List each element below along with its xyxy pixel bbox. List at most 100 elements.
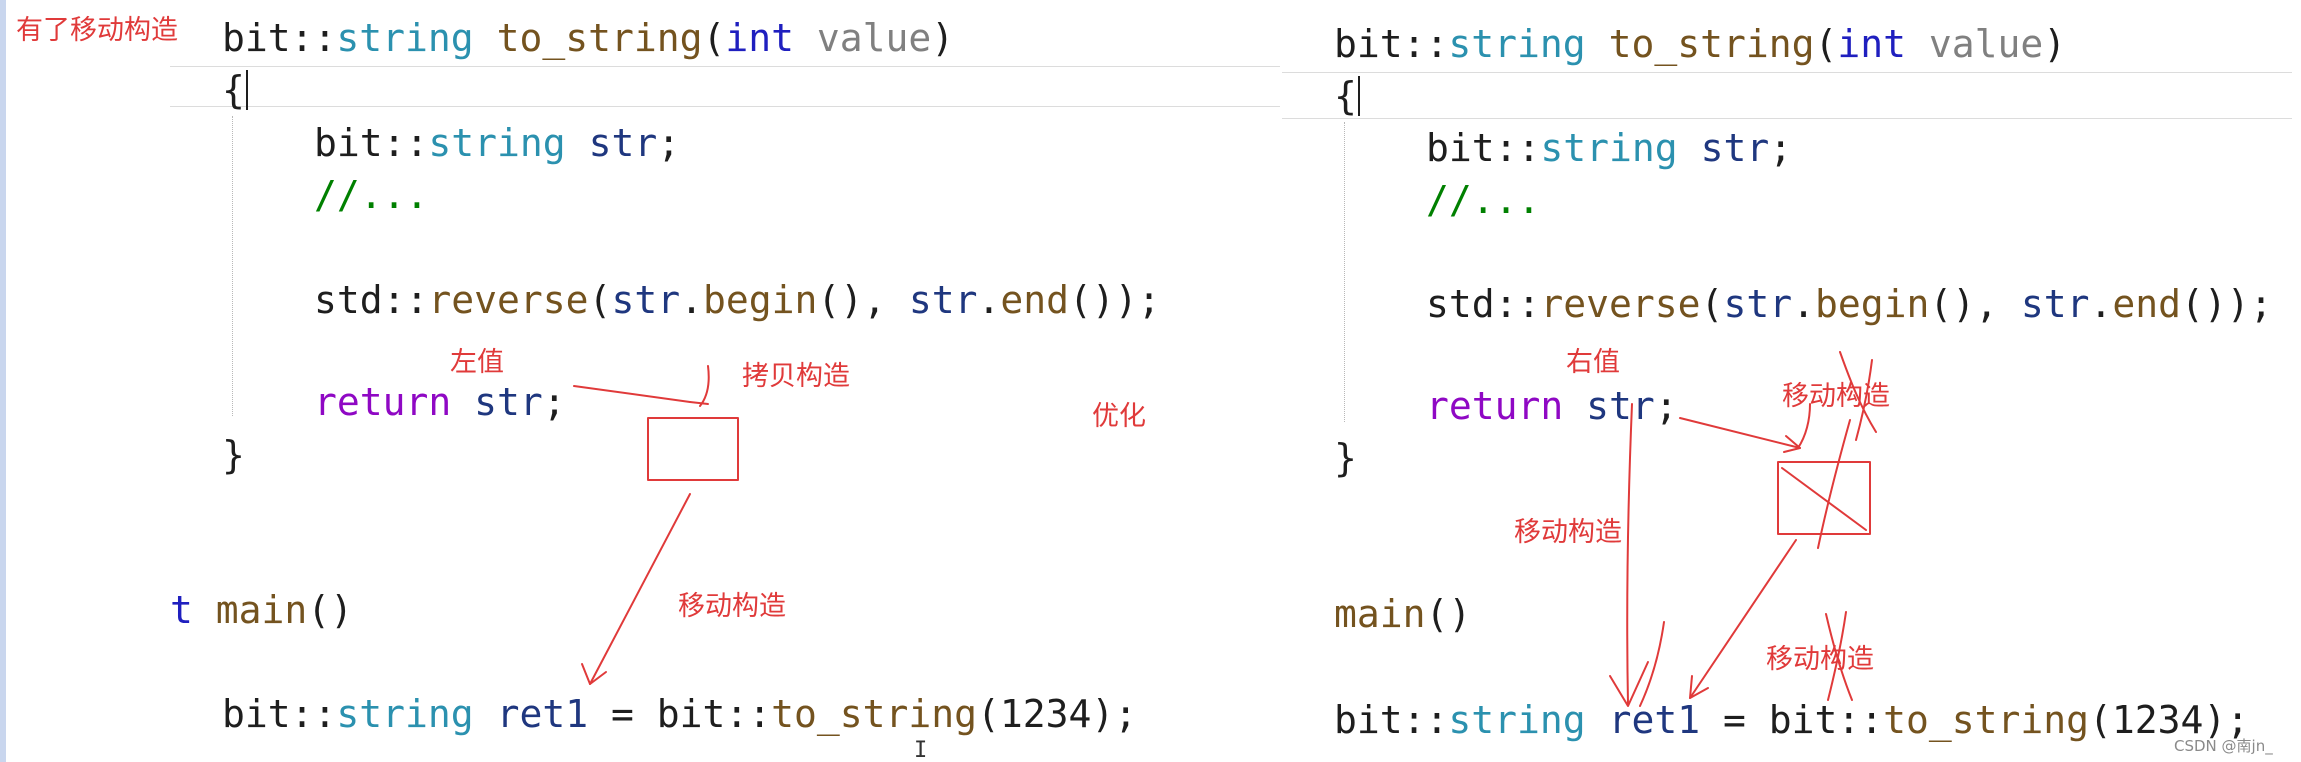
sig-param-value: value xyxy=(1928,22,2044,66)
rev-var-1: str xyxy=(611,278,681,322)
call-line: bit::string ret1 = bit::to_string(1234); xyxy=(222,694,1137,734)
note-copy-construct: 拷贝构造 xyxy=(742,361,850,392)
call-namespace-2: bit:: xyxy=(656,692,772,736)
cross-out-top-1 xyxy=(1839,351,1877,433)
decl-type: string xyxy=(428,121,566,165)
note-rvalue: 右值 xyxy=(1566,347,1620,378)
rev-var-1: str xyxy=(1723,282,1793,326)
note-optimize: 优化 xyxy=(1092,401,1146,432)
rev-middle: (), xyxy=(817,278,909,322)
rev-close: ()); xyxy=(1069,278,1161,322)
text-cursor-right xyxy=(1358,76,1360,116)
return-keyword: return xyxy=(1426,384,1564,428)
open-brace: { xyxy=(1334,74,1357,118)
temp-box-cross-1 xyxy=(1781,467,1867,531)
arrow-temp-to-ret1-right-head xyxy=(1689,675,1709,699)
rev-middle: (), xyxy=(1929,282,2021,326)
temp-box-cross-2 xyxy=(1817,419,1851,549)
cross-out-bottom-2 xyxy=(1827,611,1847,701)
main-parens: () xyxy=(1425,592,1472,636)
note-move-construct-top: 移动构造 xyxy=(1782,381,1890,412)
call-variable: ret1 xyxy=(1608,698,1701,742)
sig-namespace: bit:: xyxy=(1334,22,1449,66)
main-line-right: main() xyxy=(1334,594,1471,634)
code-comment: //... xyxy=(314,173,429,217)
note-move-construct: 移动构造 xyxy=(678,591,786,622)
note-move-construct-bottom: 移动构造 xyxy=(1766,644,1874,675)
code-comment: //... xyxy=(1426,178,1541,222)
close-brace: } xyxy=(222,433,245,477)
return-keyword: return xyxy=(314,380,452,424)
call-namespace-1: bit:: xyxy=(1334,698,1449,742)
indent-guide-right xyxy=(1344,122,1345,422)
call-function: to_string xyxy=(771,692,978,736)
call-arguments: (1234); xyxy=(2089,698,2250,742)
rev-dot-2: . xyxy=(977,278,1001,322)
rev-function: reverse xyxy=(428,278,589,322)
call-equals: = xyxy=(588,692,657,736)
current-line-highlight-bottom-right xyxy=(1282,118,2292,119)
arrow-temp-to-ret1-head xyxy=(581,663,607,685)
rev-begin: begin xyxy=(702,278,818,322)
call-function: to_string xyxy=(1883,698,2090,742)
arrow-str-to-ret1-hook xyxy=(1639,621,1665,707)
sig-close-paren: ) xyxy=(2043,22,2067,66)
arrow-return-to-temp-tip xyxy=(689,401,709,405)
rev-var-2: str xyxy=(908,278,978,322)
call-type: string xyxy=(1448,698,1586,742)
open-brace: { xyxy=(222,68,245,112)
function-signature-right: bit::string to_string(int value) xyxy=(1334,24,2066,64)
arrow-temp-to-ret1-right xyxy=(1689,539,1797,699)
sig-int-keyword: int xyxy=(1837,22,1906,66)
note-move-construct-left: 移动构造 xyxy=(1514,517,1622,548)
sig-int-keyword: int xyxy=(725,16,794,60)
declaration-line-right: bit::string str; xyxy=(1426,128,1792,168)
rev-var-2: str xyxy=(2020,282,2090,326)
note-lvalue: 左值 xyxy=(450,347,504,378)
call-line-right: bit::string ret1 = bit::to_string(1234); xyxy=(1334,700,2249,740)
rev-open-paren: ( xyxy=(1700,282,1724,326)
temp-object-box-right xyxy=(1777,461,1871,535)
open-brace-line-right: { xyxy=(1334,76,1357,116)
mouse-ibeam-icon: I xyxy=(914,738,928,762)
return-line: return str; xyxy=(314,382,566,422)
sig-open-paren: ( xyxy=(702,16,726,60)
rev-open-paren: ( xyxy=(588,278,612,322)
watermark: CSDN @南jn_ xyxy=(2174,737,2273,755)
call-type: string xyxy=(336,692,474,736)
move-construct-pointer-right xyxy=(1797,403,1811,449)
rev-close: ()); xyxy=(2181,282,2273,326)
close-brace-line: } xyxy=(222,435,245,475)
current-line-highlight-top-right xyxy=(1282,72,2292,73)
decl-namespace: bit:: xyxy=(1426,126,1541,170)
return-semicolon: ; xyxy=(542,380,566,424)
rev-end: end xyxy=(1000,278,1070,322)
current-line-highlight-bottom xyxy=(170,106,1280,107)
arrow-return-to-temp-right xyxy=(1679,417,1801,449)
temp-object-box xyxy=(647,417,739,481)
main-function: main xyxy=(215,588,308,632)
main-parens: () xyxy=(307,588,354,632)
window-edge xyxy=(0,0,6,762)
call-namespace-1: bit:: xyxy=(222,692,337,736)
sig-namespace: bit:: xyxy=(222,16,337,60)
rev-dot-1: . xyxy=(680,278,703,322)
rev-dot-2: . xyxy=(2089,282,2113,326)
close-brace-line-right: } xyxy=(1334,438,1357,478)
sig-open-paren: ( xyxy=(1814,22,1838,66)
decl-variable: str xyxy=(1700,126,1770,170)
text-cursor xyxy=(246,70,248,110)
main-function: main xyxy=(1334,592,1426,636)
rev-namespace: std:: xyxy=(314,278,429,322)
reverse-line: std::reverse(str.begin(), str.end()); xyxy=(314,280,1161,320)
open-brace-line: { xyxy=(222,70,245,110)
reverse-line-right: std::reverse(str.begin(), str.end()); xyxy=(1426,284,2273,324)
cross-out-top-2 xyxy=(1855,359,1873,441)
rev-function: reverse xyxy=(1540,282,1701,326)
rev-end: end xyxy=(2112,282,2182,326)
decl-variable: str xyxy=(588,121,658,165)
sig-param-value: value xyxy=(816,16,932,60)
call-arguments: (1234); xyxy=(977,692,1138,736)
